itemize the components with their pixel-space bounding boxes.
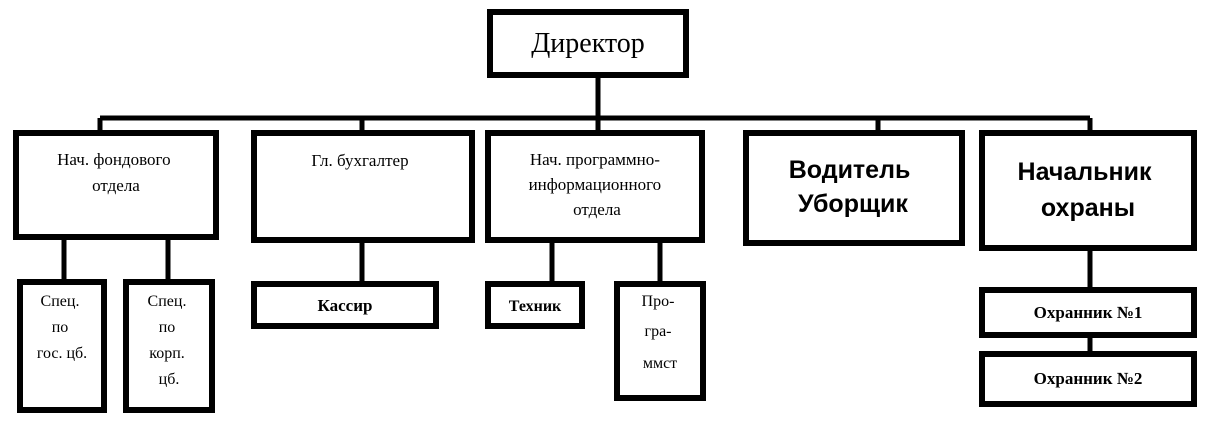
dept-box-buh	[251, 130, 475, 243]
dept-box-prog	[485, 130, 705, 243]
staff-box-spec1	[17, 279, 107, 413]
dept-box-drv	[743, 130, 965, 246]
labels: Директор Нач. фондового отдела Гл. бухга…	[37, 28, 1159, 388]
root-label: Директор	[531, 28, 645, 59]
dept-box-fond	[13, 130, 219, 240]
staff-label-spec2: Спец. по корп. цб.	[148, 293, 191, 388]
staff-label-progr: Про- гра- ммст	[642, 293, 679, 372]
connectors	[61, 75, 1093, 354]
staff-label-spec1: Спец. по гос. цб.	[37, 293, 87, 362]
staff-box-ohr2	[979, 351, 1197, 407]
dept-box-sec	[979, 130, 1197, 251]
staff-label-ohr2: Охранник №2	[1034, 369, 1143, 388]
dept-label-prog: Нач. программно- информационного отдела	[529, 150, 666, 219]
staff-box-progr	[614, 281, 706, 401]
boxes	[13, 9, 1197, 413]
root-box	[487, 9, 689, 78]
staff-box-tech	[485, 281, 585, 329]
staff-label-ohr1: Охранник №1	[1034, 303, 1143, 322]
dept-label-drv: Водитель Уборщик	[789, 156, 918, 218]
dept-label-sec: Начальник охраны	[1018, 158, 1159, 222]
dept-label-buh: Гл. бухгалтер	[311, 151, 408, 170]
staff-label-tech: Техник	[509, 298, 562, 315]
staff-box-ohr1	[979, 287, 1197, 338]
staff-box-spec2	[123, 279, 215, 413]
staff-box-kass	[251, 281, 439, 329]
dept-label-fond: Нач. фондового отдела	[57, 150, 175, 195]
staff-label-kass: Кассир	[318, 296, 373, 315]
